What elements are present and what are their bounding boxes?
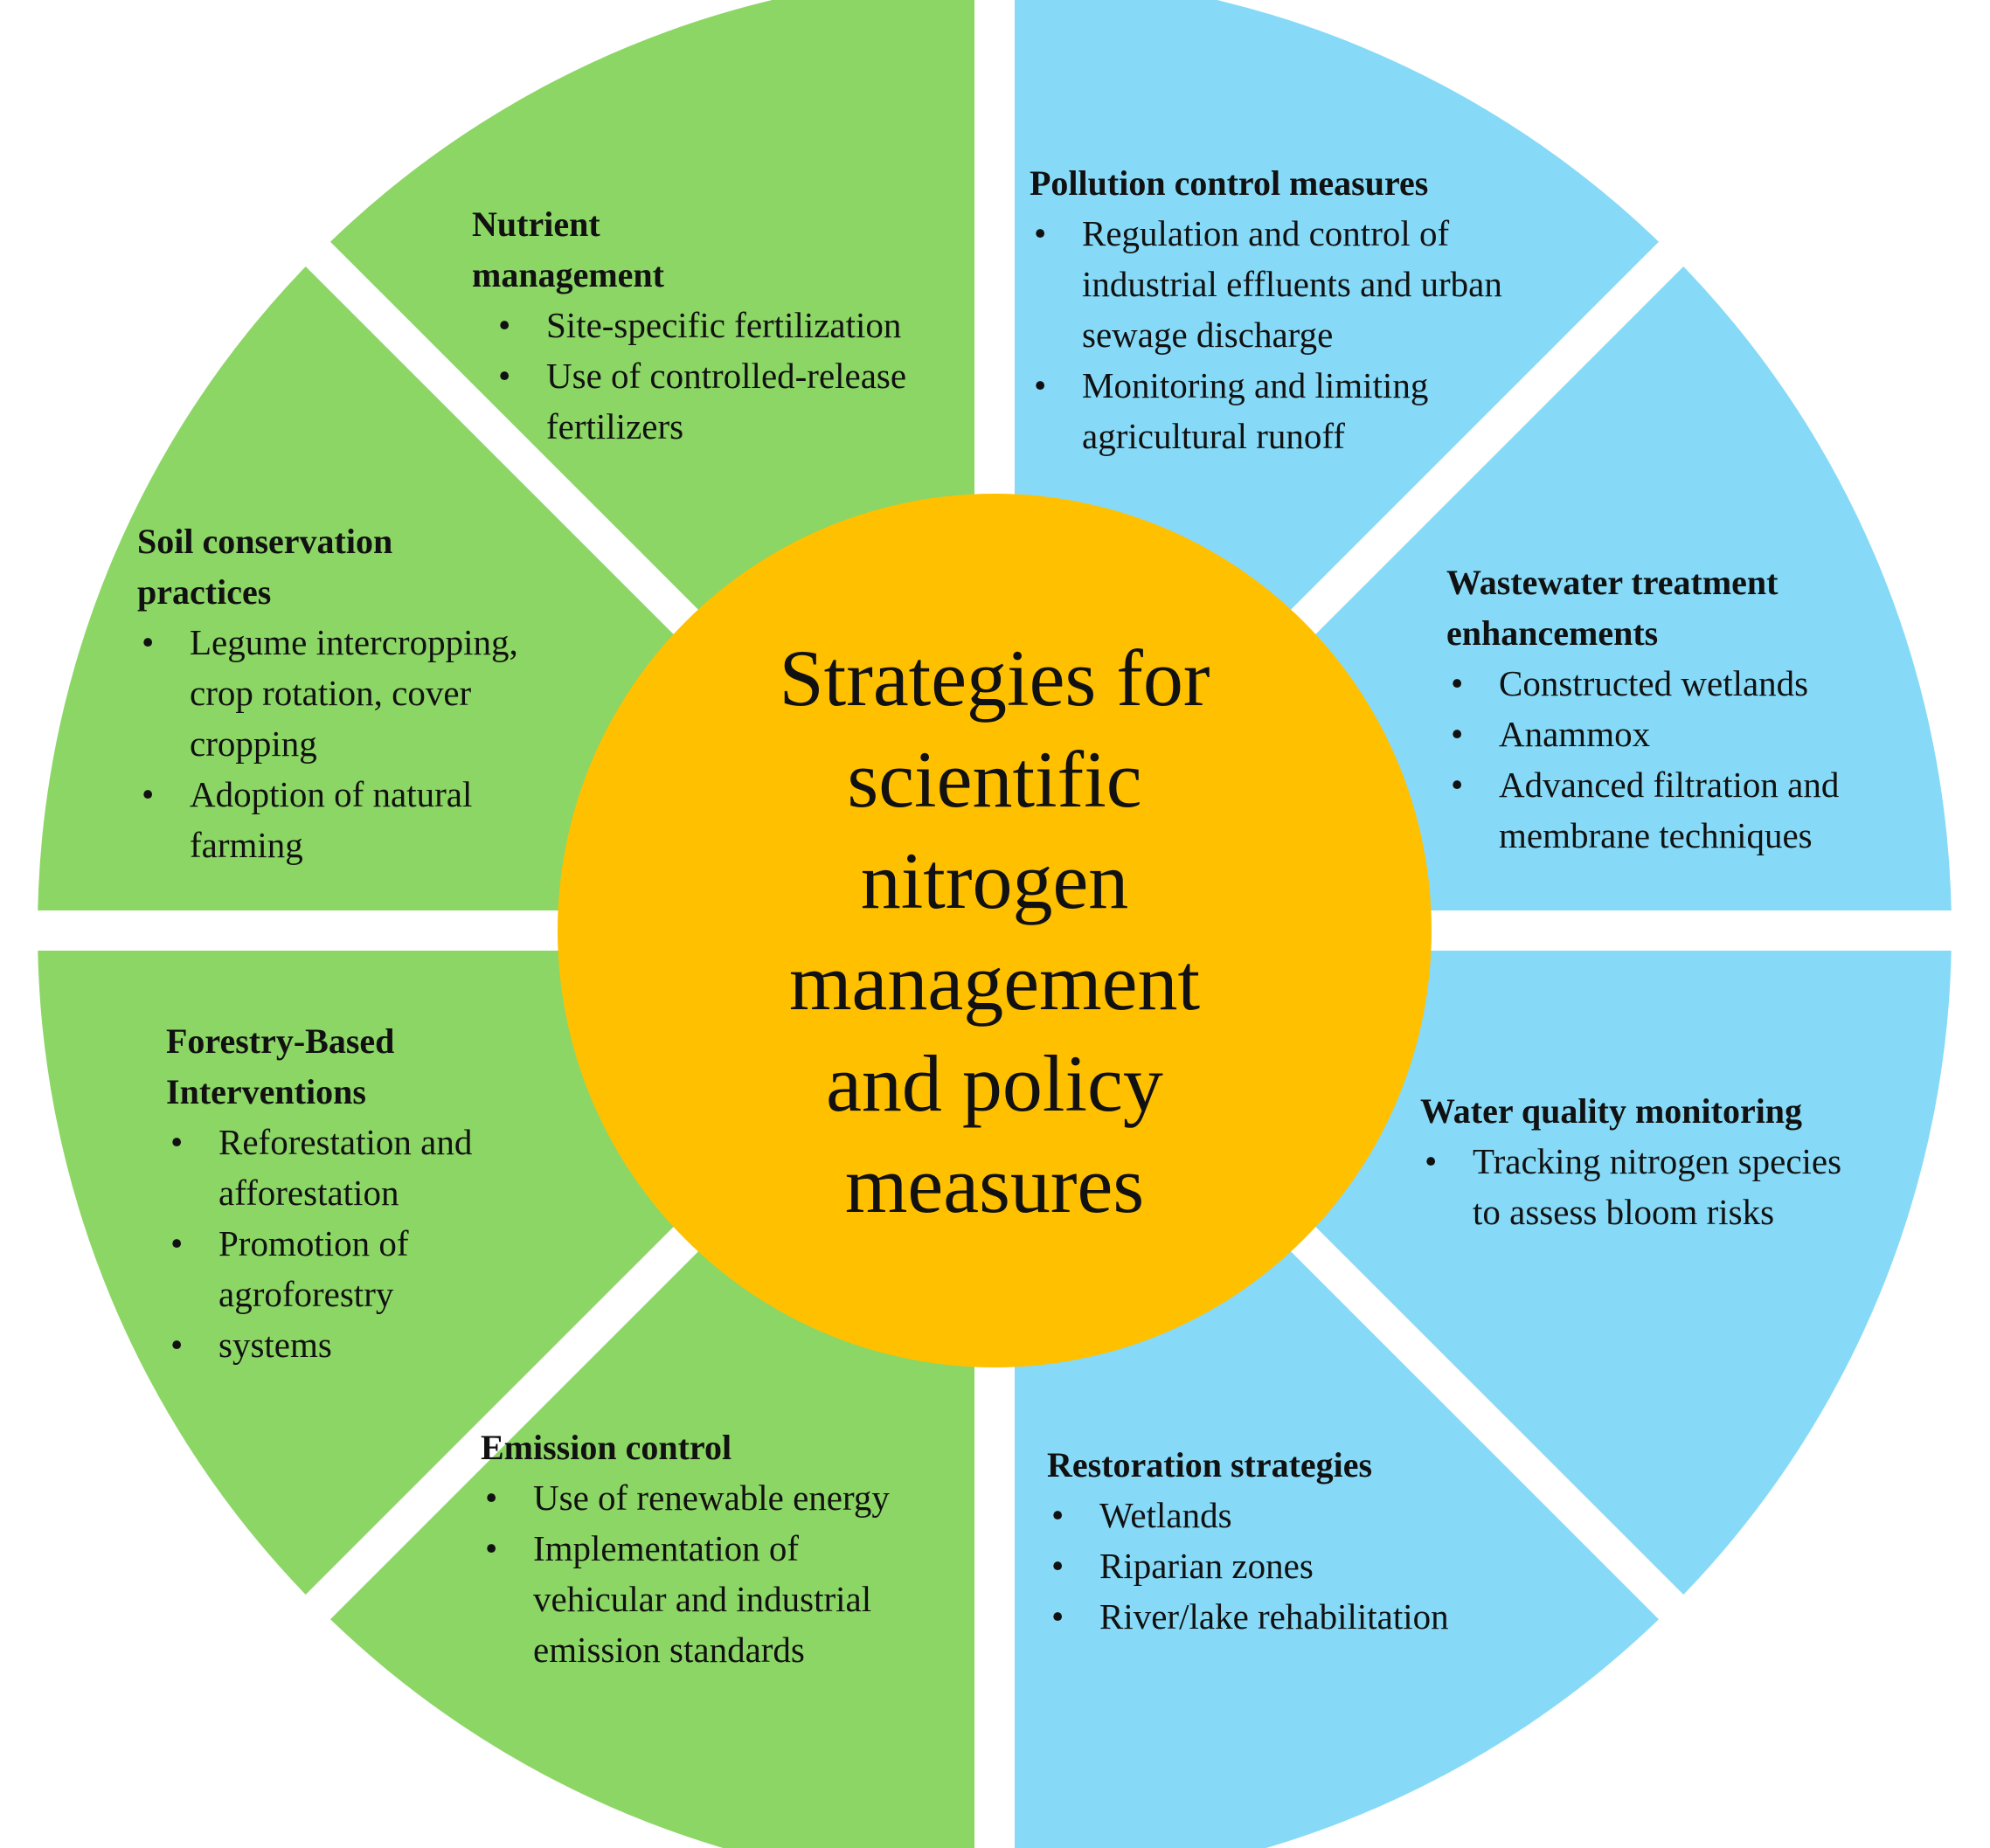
center-title: Strategies for scientific nitrogen manageme… [779, 633, 1210, 1229]
center-title-line: management [789, 938, 1200, 1027]
bullet-icon: • [142, 622, 154, 662]
label-soil-conservation: Soil conservation practices • Legume interc… [137, 522, 518, 865]
segment-title: Emission control [481, 1428, 732, 1467]
bullet-text: Advanced filtration and [1499, 765, 1839, 805]
segment-title: Water quality monitoring [1420, 1091, 1802, 1131]
bullet-text: systems [218, 1325, 332, 1365]
bullet-icon: • [498, 356, 510, 396]
bullet-text: to assess bloom risks [1473, 1192, 1774, 1232]
segment-title: Forestry-Based [166, 1021, 394, 1061]
label-emission-control: Emission control • Use of renewable energy… [481, 1428, 890, 1670]
bullet-text: Regulation and control of [1082, 213, 1449, 253]
bullet-text: Constructed wetlands [1499, 663, 1808, 703]
bullet-icon: • [1051, 1546, 1064, 1586]
bullet-icon: • [1034, 365, 1046, 405]
bullet-text: Site-specific fertilization [546, 305, 901, 345]
bullet-text: Promotion of [218, 1223, 409, 1263]
bullet-text: Tracking nitrogen species [1473, 1141, 1841, 1181]
bullet-text: Anammox [1499, 714, 1650, 754]
bullet-icon: • [1034, 213, 1046, 253]
segment-title: management [472, 255, 665, 294]
bullet-icon: • [1425, 1141, 1437, 1181]
bullet-icon: • [1451, 663, 1463, 703]
bullet-icon: • [170, 1223, 183, 1263]
bullet-text: afforestation [218, 1173, 399, 1213]
center-title-line: measures [845, 1140, 1144, 1229]
bullet-text: vehicular and industrial [533, 1579, 871, 1619]
segment-title: Interventions [166, 1072, 366, 1111]
bullet-text: Legume intercropping, [190, 622, 518, 662]
bullet-text: cropping [190, 723, 317, 764]
label-wastewater-treatment: Wastewater treatment enhancements • Constru… [1446, 563, 1839, 855]
center-title-line: and policy [826, 1039, 1163, 1128]
segment-title: practices [137, 572, 271, 612]
bullet-text: agricultural runoff [1082, 416, 1345, 456]
bullet-icon: • [1051, 1495, 1064, 1535]
bullet-text: Use of controlled-release [546, 356, 906, 396]
center-title-line: Strategies for [779, 633, 1210, 723]
bullet-icon: • [170, 1325, 183, 1365]
bullet-text: Monitoring and limiting [1082, 365, 1428, 405]
segment-title: Pollution control measures [1030, 163, 1428, 203]
bullet-icon: • [498, 305, 510, 345]
segment-title: Nutrient [472, 204, 600, 244]
bullet-text: Wetlands [1099, 1495, 1232, 1535]
center-title-line: scientific [847, 735, 1141, 824]
bullet-icon: • [1451, 765, 1463, 805]
bullet-text: farming [190, 825, 303, 865]
bullet-text: emission standards [533, 1630, 805, 1670]
segment-title: Restoration strategies [1047, 1445, 1372, 1485]
label-pollution-control: Pollution control measures • Regulation an… [1030, 163, 1502, 456]
bullet-icon: • [170, 1122, 183, 1162]
label-restoration-strategies: Restoration strategies • Wetlands • Riparian… [1047, 1445, 1449, 1637]
bullet-icon: • [485, 1528, 497, 1568]
segment-title: enhancements [1446, 613, 1658, 653]
bullet-text: industrial effluents and urban [1082, 264, 1502, 304]
bullet-text: Adoption of natural [190, 774, 472, 814]
bullet-text: fertilizers [546, 406, 683, 446]
bullet-text: crop rotation, cover [190, 673, 472, 713]
center-title-line: nitrogen [861, 836, 1129, 925]
bullet-icon: • [1051, 1596, 1064, 1637]
bullet-text: Implementation of [533, 1528, 799, 1568]
bullet-text: Use of renewable energy [533, 1478, 890, 1518]
bullet-text: Riparian zones [1099, 1546, 1314, 1586]
bullet-icon: • [1451, 714, 1463, 754]
bullet-icon: • [485, 1478, 497, 1518]
bullet-text: Reforestation and [218, 1122, 472, 1162]
label-water-quality-monitoring: Water quality monitoring • Tracking nitrog… [1420, 1091, 1841, 1232]
segment-title: Wastewater treatment [1446, 563, 1779, 602]
bullet-text: sewage discharge [1082, 315, 1333, 355]
bullet-text: River/lake rehabilitation [1099, 1596, 1449, 1637]
segment-labels: Nutrient management • Site-specific fertili… [137, 163, 1841, 1670]
center-circle [558, 494, 1432, 1367]
label-nutrient-management: Nutrient management • Site-specific fertili… [472, 204, 906, 446]
bullet-text: agroforestry [218, 1274, 394, 1314]
bullet-text: membrane techniques [1499, 815, 1813, 855]
segment-title: Soil conservation [137, 522, 392, 561]
bullet-icon: • [142, 774, 154, 814]
